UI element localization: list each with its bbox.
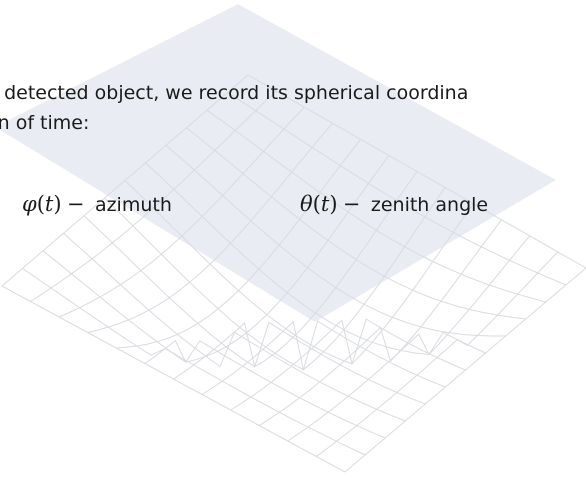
mesh-line (22, 267, 366, 456)
phi-variable: t (44, 192, 54, 216)
tangent-plane (0, 4, 556, 322)
mesh-line (42, 250, 386, 439)
mesh-line (344, 267, 586, 473)
phi-dash: − (66, 192, 85, 216)
zenith-formula: θ(t) − zenith angle (300, 192, 489, 216)
azimuth-label: azimuth (94, 194, 172, 216)
theta-symbol: θ (300, 192, 313, 216)
azimuth-formula: φ(t) − azimuth (22, 192, 172, 216)
description-line-1: n detected object, we record its spheric… (0, 82, 469, 104)
theta-variable: t (320, 192, 330, 216)
zenith-label: zenith angle (370, 194, 489, 216)
saddle-mesh (1, 74, 586, 473)
mesh-line (1, 285, 346, 473)
mesh-line (316, 251, 559, 457)
phi-symbol: φ (22, 192, 37, 216)
description-line-2: on of time: (0, 112, 90, 134)
theta-dash: − (342, 192, 361, 216)
